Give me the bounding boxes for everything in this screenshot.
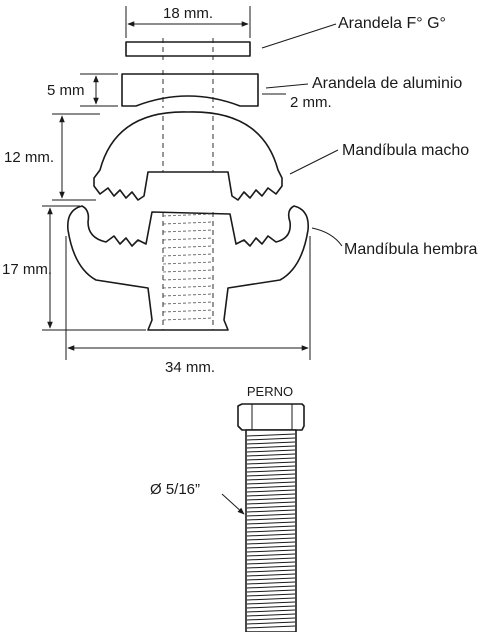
- washer-al-label: Arandela de aluminio: [312, 75, 462, 92]
- thread-line: [246, 625, 296, 629]
- bolt-diameter-label: Ø 5/16”: [150, 481, 200, 498]
- thread-line: [246, 485, 296, 489]
- thread-line: [246, 505, 296, 509]
- thread-line: [246, 553, 296, 557]
- thread-line: [246, 465, 296, 469]
- thread-line: [246, 557, 296, 561]
- thread-line: [246, 621, 296, 625]
- thread-line: [246, 469, 296, 473]
- washer-fg: 18 mm. Arandela F° G°: [125, 5, 446, 60]
- thread-line: [246, 473, 296, 477]
- thread-line: [246, 433, 296, 437]
- thread-line: [246, 525, 296, 529]
- thread-line: [246, 449, 296, 453]
- thread-line: [246, 565, 296, 569]
- washer-al-height-label: 5 mm: [47, 82, 85, 99]
- bolt: PERNO Ø 5/16”: [150, 384, 305, 632]
- thread-line: [246, 537, 296, 541]
- thread-line: [246, 509, 296, 513]
- thread-line: [246, 437, 296, 441]
- thread-line: [246, 533, 296, 537]
- thread-line: [246, 493, 296, 497]
- male-jaw-label: Mandíbula macho: [342, 142, 469, 159]
- female-jaw-label: Mandíbula hembra: [344, 241, 478, 258]
- thread-line: [246, 481, 296, 485]
- overall-width-label: 34 mm.: [165, 359, 215, 376]
- female-jaw-height-label: 17 mm.: [2, 261, 52, 278]
- thread-line: [246, 597, 296, 601]
- thread-line: [246, 589, 296, 593]
- thread-line: [246, 477, 296, 481]
- thread-line: [246, 501, 296, 505]
- thread-line: [246, 581, 296, 585]
- washer-al-thickness-label: 2 mm.: [290, 94, 332, 111]
- washer-fg-width-label: 18 mm.: [163, 5, 213, 22]
- thread-line: [246, 561, 296, 565]
- thread-line: [246, 513, 296, 517]
- washer-aluminum: 5 mm Arandela de aluminio 2 mm.: [47, 70, 462, 111]
- female-jaw: 17 mm. 34 mm. Mandíbula hembra: [2, 205, 478, 376]
- thread-line: [246, 521, 296, 525]
- thread-line: [246, 461, 296, 465]
- thread-line: [246, 545, 296, 549]
- thread-line: [246, 609, 296, 613]
- female-jaw-thread: [162, 212, 214, 330]
- thread-line: [246, 569, 296, 573]
- washer-fg-label: Arandela F° G°: [338, 15, 446, 32]
- thread-line: [246, 573, 296, 577]
- thread-line: [246, 593, 296, 597]
- thread-line: [246, 585, 296, 589]
- thread-line: [246, 549, 296, 553]
- bolt-label: PERNO: [247, 384, 293, 399]
- male-jaw-height-label: 12 mm.: [4, 149, 54, 166]
- thread-line: [246, 489, 296, 493]
- thread-line: [246, 441, 296, 445]
- bolt-threads: [246, 433, 296, 629]
- thread-line: [246, 453, 296, 457]
- thread-line: [246, 517, 296, 521]
- male-jaw: 12 mm. Mandíbula macho: [4, 111, 469, 201]
- thread-line: [246, 577, 296, 581]
- thread-line: [246, 601, 296, 605]
- thread-line: [246, 529, 296, 533]
- thread-line: [246, 445, 296, 449]
- thread-line: [246, 457, 296, 461]
- thread-line: [246, 605, 296, 609]
- thread-line: [246, 497, 296, 501]
- thread-line: [246, 617, 296, 621]
- thread-line: [246, 541, 296, 545]
- thread-line: [246, 613, 296, 617]
